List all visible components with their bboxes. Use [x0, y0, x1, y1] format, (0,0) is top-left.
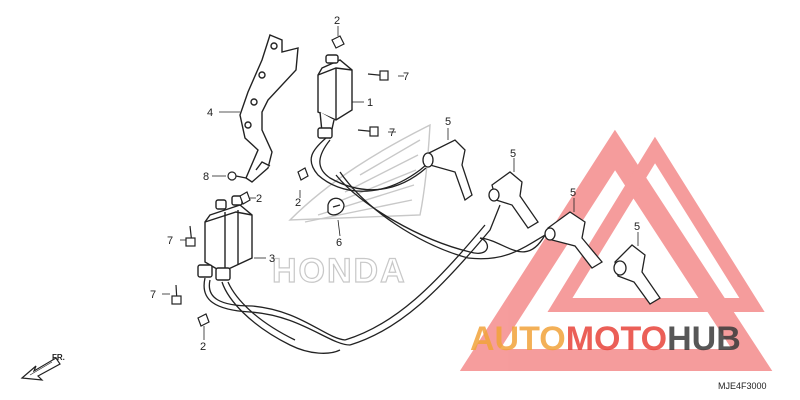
callout-5d: 5 [634, 221, 640, 233]
callout-8: 8 [203, 171, 209, 183]
spark-plug-cap-2 [488, 171, 539, 229]
spark-plug-cap-1 [422, 139, 473, 202]
callout-5c: 5 [570, 187, 576, 199]
high-tension-cords [203, 137, 551, 354]
callout-1: 1 [367, 97, 373, 109]
callout-7c: 7 [167, 235, 173, 247]
watermark-logo-triangles [459, 129, 773, 371]
bracket [239, 34, 299, 183]
spark-plug-cap-4 [613, 244, 661, 305]
direction-label: FR. [52, 353, 65, 362]
watermark-part-hub: HUB [667, 320, 741, 358]
callout-labels: 1 2 2 2 2 3 4 5 5 5 5 6 7 7 7 7 8 [150, 15, 640, 353]
front-direction-indicator: FR. [20, 353, 65, 381]
svg-text:AUTOMOTOHUB: AUTOMOTOHUB [470, 320, 741, 358]
watermark-part-auto: AUTO [470, 320, 566, 358]
callout-7b: 7 [389, 127, 395, 139]
screw [227, 171, 247, 181]
diagram-code: MJE4F3000 [718, 381, 767, 391]
honda-wing-logo [288, 123, 431, 223]
spark-plug-cap-3 [544, 211, 603, 269]
watermark-part-moto: MOTO [566, 320, 667, 358]
callout-2d: 2 [200, 341, 206, 353]
callout-7a: 7 [403, 71, 409, 83]
ignition-coil-upper [317, 54, 353, 140]
callout-7d: 7 [150, 289, 156, 301]
front-arrow-icon [20, 357, 61, 381]
callout-2a: 2 [334, 15, 340, 27]
bolts [171, 70, 389, 305]
honda-wordmark: HONDA [272, 252, 407, 290]
callout-5a: 5 [445, 116, 451, 128]
clips [197, 35, 345, 327]
callout-6: 6 [336, 237, 342, 249]
leader-lines [162, 26, 639, 340]
watermark-wordmark: AUTOMOTOHUB [470, 320, 741, 358]
callout-2b: 2 [256, 193, 262, 205]
clamp [327, 197, 345, 216]
callout-3: 3 [269, 253, 275, 265]
ignition-coil-lower [197, 195, 253, 281]
callout-4: 4 [207, 107, 213, 119]
callout-2c: 2 [295, 197, 301, 209]
callout-5b: 5 [510, 148, 516, 160]
